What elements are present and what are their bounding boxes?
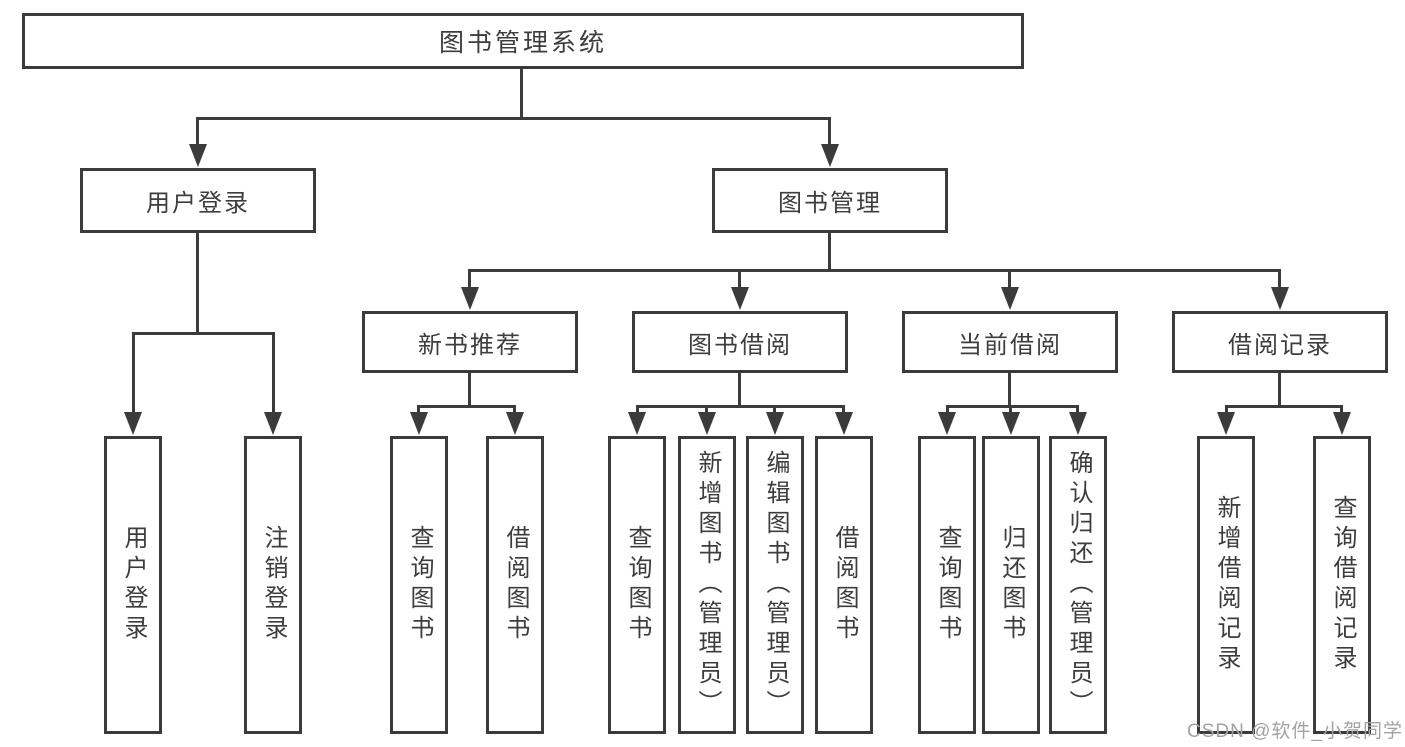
leaf-label: 确认归还（管理员） <box>1065 450 1092 720</box>
arrow-down-icon <box>1333 412 1351 435</box>
connector-line <box>272 332 275 417</box>
connector-line <box>1225 405 1343 408</box>
leaf-label: 新增借阅记录 <box>1213 495 1240 675</box>
connector-line <box>197 117 831 120</box>
csdn-watermark: CSDN @软件_小贺同学 <box>1187 721 1403 742</box>
node-book-management: 图书管理 <box>712 168 948 233</box>
connector-line <box>738 373 741 408</box>
node-label: 借阅记录 <box>1228 331 1332 359</box>
leaf-label: 查询图书 <box>406 525 433 645</box>
leaf-query-borrow-record: 查询借阅记录 <box>1313 436 1371 734</box>
connector-line <box>946 405 949 418</box>
leaf-return-book: 归还图书 <box>982 436 1040 734</box>
connector-line <box>196 117 199 150</box>
connector-line <box>417 405 516 408</box>
leaf-label: 编辑图书（管理员） <box>762 450 789 720</box>
connector-line <box>828 117 831 150</box>
node-library-management-system: 图书管理系统 <box>22 13 1024 69</box>
node-current-borrow: 当前借阅 <box>902 311 1118 373</box>
connector-line <box>468 269 1281 272</box>
connector-line <box>636 405 639 418</box>
leaf-label: 用户登录 <box>120 525 147 645</box>
connector-line <box>828 233 831 271</box>
arrow-down-icon <box>731 287 749 310</box>
connector-line <box>468 269 471 293</box>
arrow-down-icon <box>189 144 207 167</box>
leaf-label: 查询图书 <box>934 525 961 645</box>
leaf-logout: 注销登录 <box>244 436 302 734</box>
arrow-down-icon <box>821 144 839 167</box>
leaf-label: 借阅图书 <box>831 525 858 645</box>
connector-line <box>1225 405 1228 418</box>
leaf-borrow-books-borrow: 借阅图书 <box>815 436 873 734</box>
connector-line <box>773 405 776 418</box>
connector-line <box>1009 405 1012 418</box>
connector-line <box>132 332 135 417</box>
arrow-down-icon <box>938 412 956 435</box>
leaf-label: 注销登录 <box>260 525 287 645</box>
node-borrow-records: 借阅记录 <box>1172 311 1388 373</box>
arrow-down-icon <box>628 412 646 435</box>
arrow-down-icon <box>506 412 524 435</box>
connector-line <box>1340 405 1343 418</box>
node-label: 当前借阅 <box>958 331 1062 359</box>
node-label: 图书管理 <box>778 190 882 217</box>
connector-line <box>468 373 471 408</box>
leaf-add-book-admin: 新增图书（管理员） <box>678 436 736 734</box>
connector-line <box>1076 405 1079 418</box>
leaf-borrow-books-recommend: 借阅图书 <box>486 436 544 734</box>
connector-line <box>842 405 845 418</box>
connector-line <box>738 269 741 293</box>
leaf-label: 查询图书 <box>624 525 651 645</box>
connector-line <box>946 405 1079 408</box>
leaf-query-books-current: 查询图书 <box>918 436 976 734</box>
arrow-down-icon <box>1069 412 1087 435</box>
node-new-book-recommend: 新书推荐 <box>362 311 578 373</box>
leaf-query-books-recommend: 查询图书 <box>390 436 448 734</box>
node-user-login: 用户登录 <box>80 168 316 233</box>
connector-line <box>132 332 274 335</box>
arrow-down-icon <box>1271 287 1289 310</box>
node-label: 图书借阅 <box>688 331 792 359</box>
leaf-user-login: 用户登录 <box>104 436 162 734</box>
connector-line <box>705 405 708 418</box>
connector-line <box>196 233 199 334</box>
leaf-label: 新增图书（管理员） <box>694 450 721 720</box>
arrow-down-icon <box>698 412 716 435</box>
leaf-edit-book-admin: 编辑图书（管理员） <box>746 436 804 734</box>
leaf-add-borrow-record: 新增借阅记录 <box>1197 436 1255 734</box>
leaf-label: 查询借阅记录 <box>1329 495 1356 675</box>
node-label: 用户登录 <box>146 190 250 217</box>
connector-line <box>520 69 523 119</box>
connector-line <box>417 405 420 418</box>
arrow-down-icon <box>1217 412 1235 435</box>
leaf-label: 归还图书 <box>998 525 1025 645</box>
arrow-down-icon <box>461 287 479 310</box>
node-label: 图书管理系统 <box>438 29 607 57</box>
arrow-down-icon <box>124 412 142 435</box>
arrow-down-icon <box>1001 287 1019 310</box>
connector-line <box>513 405 516 418</box>
arrow-down-icon <box>264 412 282 435</box>
arrow-down-icon <box>766 412 784 435</box>
arrow-down-icon <box>835 412 853 435</box>
connector-line <box>636 405 844 408</box>
connector-line <box>1278 269 1281 293</box>
leaf-query-books-borrow: 查询图书 <box>608 436 666 734</box>
connector-line <box>1008 373 1011 408</box>
node-label: 新书推荐 <box>418 331 522 359</box>
leaf-label: 借阅图书 <box>502 525 529 645</box>
arrow-down-icon <box>410 412 428 435</box>
leaf-confirm-return-admin: 确认归还（管理员） <box>1049 436 1107 734</box>
arrow-down-icon <box>1002 412 1020 435</box>
node-book-borrow: 图书借阅 <box>632 311 848 373</box>
connector-line <box>1278 373 1281 408</box>
connector-line <box>1008 269 1011 293</box>
